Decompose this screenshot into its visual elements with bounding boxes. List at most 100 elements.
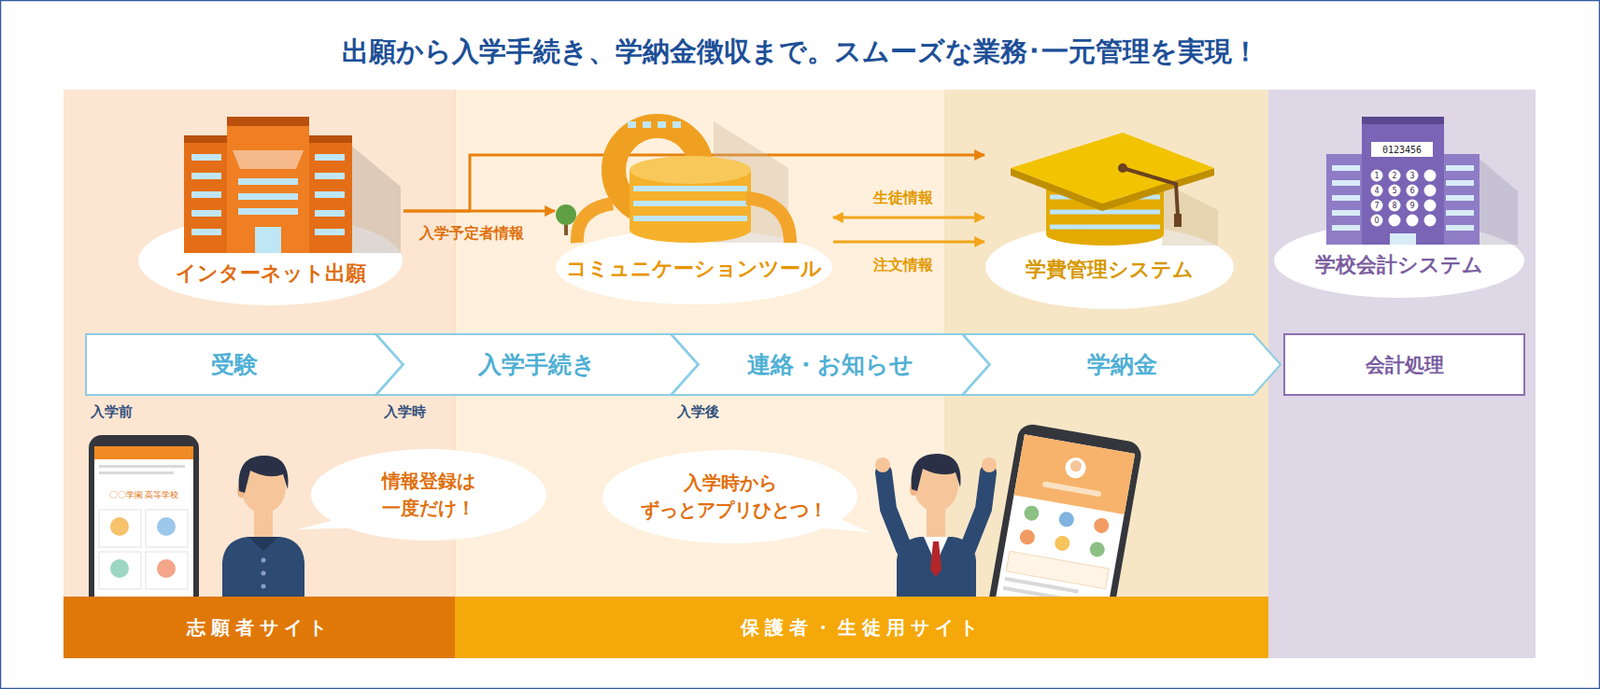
illustration-ellipse: [602, 450, 858, 544]
illustration-rect: [1041, 481, 1102, 497]
key-digit: 1: [1373, 171, 1379, 181]
node-text: 学校会計システム: [1315, 251, 1484, 280]
illustration-rect: [1445, 195, 1474, 201]
illustration-polygon: [85, 334, 403, 396]
key-digit: 9: [1409, 201, 1415, 211]
node-text: 会計処理: [1365, 352, 1445, 379]
illustration-circle: [1019, 528, 1037, 547]
illustration-rect: [1445, 180, 1474, 186]
node-text: 受験: [211, 349, 258, 381]
illustration-circle: [261, 558, 267, 564]
illustration-path: [633, 188, 748, 219]
illustration-rect: [1284, 334, 1525, 396]
key-digit: 2: [1391, 171, 1397, 181]
illustration-circle: [1406, 214, 1419, 227]
process-arrow: 入学手続き: [375, 333, 699, 397]
illustration-rect: [314, 210, 345, 217]
illustration-rect: [657, 121, 666, 128]
illustration-rect: [1389, 233, 1416, 245]
process-arrow: 受験: [84, 333, 404, 397]
illustration-circle: [1371, 169, 1384, 183]
display-digits: 0123456: [1382, 144, 1422, 156]
illustration-rect: [314, 172, 345, 180]
illustration-rect: [191, 154, 222, 161]
illustration-rect: [314, 228, 345, 236]
illustration-rect: [1174, 213, 1182, 227]
illustration-circle: [1388, 214, 1402, 227]
illustration-rect: [1331, 210, 1360, 216]
illustration-circle: [981, 457, 997, 473]
system-node: インターネット出願: [137, 116, 404, 307]
illustration-path: [222, 537, 305, 603]
illustration-circle: [555, 204, 577, 226]
illustration-rect: [88, 435, 199, 623]
illustration-circle: [1424, 214, 1437, 227]
illustration-rect: [314, 154, 345, 161]
illustration-rect: [1445, 165, 1474, 171]
illustration-rect: [1445, 225, 1474, 231]
illustration-rect: [94, 446, 194, 615]
illustration-circle: [1053, 535, 1072, 553]
key-digit: 6: [1409, 186, 1415, 196]
illustration-rect: [226, 116, 310, 127]
illustration-rect: [191, 210, 222, 217]
node-text: コミュニケーションツール: [566, 254, 822, 284]
key-digit: 3: [1409, 171, 1415, 181]
illustration-rect: [1440, 154, 1480, 245]
illustration-polygon: [1010, 132, 1215, 204]
illustration-circle: [1118, 163, 1128, 173]
illustration-rect: [1445, 210, 1474, 216]
illustration-rect: [926, 509, 946, 539]
illustration-rect: [238, 178, 298, 185]
illustration-rect: [642, 121, 652, 128]
process-box: 会計処理: [1283, 333, 1526, 397]
illustration-path: [911, 453, 962, 492]
speech-bubble: 入学時から ずっとアプリひとつ！: [602, 450, 858, 544]
illustration-rect: [1013, 434, 1135, 515]
illustration-rect: [672, 121, 681, 128]
key-digit: 0: [1373, 216, 1379, 226]
illustration-path: [1122, 168, 1178, 216]
connector-arrow: [833, 216, 985, 220]
system-node: 学費管理システム: [984, 126, 1235, 307]
illustration-circle: [110, 559, 129, 579]
illustration-circle: [1371, 199, 1384, 213]
illustration-rect: [1331, 225, 1360, 231]
illustration-circle: [156, 559, 176, 579]
illustration-rect: [1331, 180, 1360, 186]
illustration-circle: [1092, 517, 1111, 536]
stage-label: 入学時: [383, 403, 426, 422]
illustration-rect: [184, 135, 229, 143]
illustration-rect: [1361, 122, 1445, 245]
illustration-circle: [1406, 184, 1419, 198]
illustration-polygon: [1161, 182, 1218, 246]
edge-label: 生徒情報: [873, 188, 934, 209]
illustration-rect: [627, 121, 637, 128]
illustration-circle: [1388, 184, 1402, 198]
illustration-circle: [1406, 169, 1419, 183]
illustration-ellipse: [311, 449, 547, 541]
illustration-circle: [1371, 184, 1384, 198]
illustration-circle: [110, 517, 129, 537]
illustration-rect: [145, 509, 188, 548]
illustration-circle: [261, 584, 267, 590]
illustration-rect: [307, 141, 353, 254]
node-text: 学費管理システム: [1025, 255, 1194, 284]
node-shape: [602, 450, 858, 544]
illustration-circle: [1424, 169, 1437, 183]
illustration-rect: [1326, 154, 1366, 245]
illustration-rect: [1331, 195, 1360, 201]
illustration-circle: [1424, 184, 1437, 198]
node-text: 保護者・生徒用サイト: [740, 615, 984, 641]
illustration-rect: [238, 208, 298, 215]
illustration-rect: [1268, 89, 1536, 659]
illustration-rect: [99, 552, 142, 590]
illustration-rect: [226, 124, 310, 254]
illustration-path: [930, 541, 942, 578]
illustration-polygon: [962, 334, 1281, 396]
site-band: 保護者・生徒用サイト: [454, 596, 1269, 659]
illustration-polygon: [232, 150, 304, 170]
system-node: コミュニケーションツール: [554, 112, 834, 301]
edge-label: 注文情報: [873, 255, 934, 276]
